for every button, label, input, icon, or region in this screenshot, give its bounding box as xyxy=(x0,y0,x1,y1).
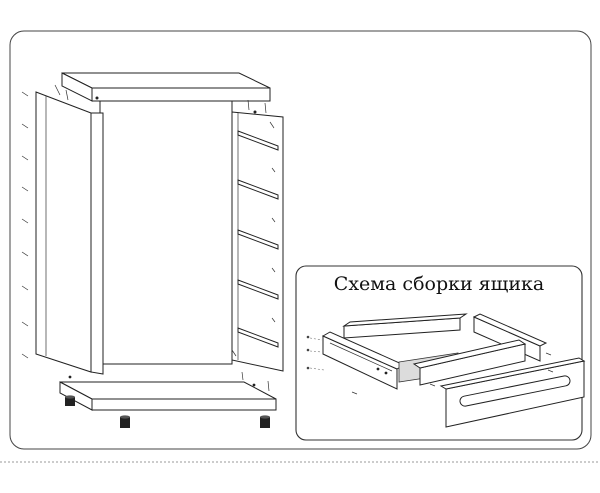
dowel-icon xyxy=(252,383,256,387)
screw-icon xyxy=(21,251,29,257)
left-side-panel xyxy=(35,91,104,375)
cam-lock-icon xyxy=(306,335,323,341)
bottom-panel xyxy=(59,381,277,411)
screw-icon xyxy=(21,91,29,97)
screw-icon xyxy=(21,285,29,291)
dowel-icon xyxy=(68,375,72,379)
drawer-left-side xyxy=(321,331,406,390)
cam-lock-icon xyxy=(306,366,325,371)
dowel-icon xyxy=(95,96,99,100)
drawer-front-facade xyxy=(439,357,586,428)
drawer-runners xyxy=(237,130,279,348)
cabinet-leg-icon xyxy=(65,395,75,406)
screw-icon xyxy=(545,352,552,356)
cabinet-leg-icon xyxy=(260,415,270,428)
screw-icon xyxy=(21,353,29,359)
drawer-back-board xyxy=(342,313,468,339)
screw-icon xyxy=(351,391,358,395)
screw-icon xyxy=(21,123,29,129)
cabinet-exploded-view xyxy=(21,72,284,428)
drawer-inner-front xyxy=(412,339,527,386)
dowel-icon xyxy=(384,371,388,375)
drawer-handle-slot xyxy=(459,375,571,407)
inset-title: Схема сборки ящика xyxy=(334,273,544,295)
top-fasteners xyxy=(54,84,267,114)
cam-lock-icon xyxy=(306,348,323,353)
screw-icon xyxy=(21,218,29,224)
screw-icon xyxy=(21,155,29,161)
screw-icon xyxy=(21,186,29,192)
dowel-icon xyxy=(376,367,380,371)
screw-icon xyxy=(547,369,554,373)
screw-icon xyxy=(429,383,436,387)
back-panel xyxy=(99,100,233,365)
top-panel xyxy=(61,72,271,102)
drawer-assembly-inset: Схема сборки ящика xyxy=(295,265,586,441)
dowel-icon xyxy=(253,110,257,114)
right-side-panel xyxy=(231,111,284,372)
drawer-fasteners xyxy=(306,335,554,395)
screw-icon xyxy=(21,321,29,327)
left-screws xyxy=(21,91,29,359)
diagram-frame xyxy=(9,30,592,450)
cabinet-leg-icon xyxy=(120,415,130,428)
